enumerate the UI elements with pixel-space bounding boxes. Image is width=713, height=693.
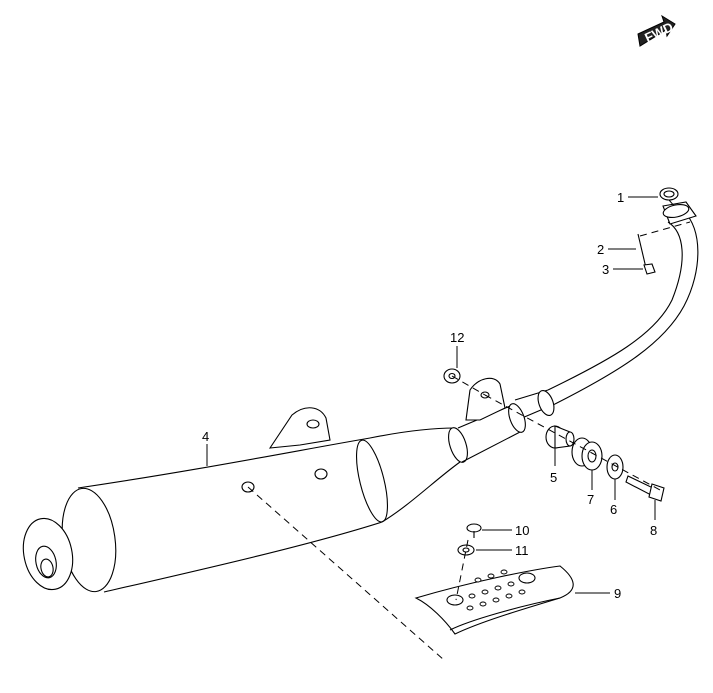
callout-12: 12 [450, 330, 464, 368]
stud-bolt [637, 233, 647, 269]
collar-5 [545, 425, 575, 449]
callout-2: 2 [597, 242, 636, 257]
callout-label-10: 10 [515, 523, 529, 538]
nut [643, 263, 656, 275]
callout-10: 10 [482, 523, 529, 538]
assembly-guides [247, 199, 691, 661]
callout-5: 5 [550, 448, 557, 485]
callout-1: 1 [617, 190, 658, 205]
callout-8: 8 [650, 500, 657, 538]
callout-label-7: 7 [587, 492, 594, 507]
fwd-arrow-icon: FWD [637, 14, 676, 47]
callout-label-3: 3 [602, 262, 609, 277]
washer-11 [457, 544, 475, 556]
callout-label-6: 6 [610, 502, 617, 517]
callout-label-1: 1 [617, 190, 624, 205]
cushion-7 [571, 437, 603, 471]
callout-7: 7 [587, 470, 594, 507]
callout-label-5: 5 [550, 470, 557, 485]
callout-9: 9 [575, 586, 621, 601]
callout-3: 3 [602, 262, 643, 277]
pipe-flange [662, 201, 697, 225]
callout-label-4: 4 [202, 429, 209, 444]
callout-label-9: 9 [614, 586, 621, 601]
heat-protector [414, 565, 574, 635]
callout-4: 4 [202, 429, 209, 466]
callout-label-8: 8 [650, 523, 657, 538]
bolt-8 [625, 475, 665, 502]
callout-6: 6 [610, 479, 617, 517]
fwd-label: FWD [642, 19, 675, 45]
exhaust-pipe [514, 201, 699, 419]
callout-label-11: 11 [515, 543, 529, 558]
washer-6 [606, 454, 624, 480]
gasket [659, 187, 679, 201]
callout-label-2: 2 [597, 242, 604, 257]
callout-label-12: 12 [450, 330, 464, 345]
screw-10 [466, 523, 482, 538]
muffler [22, 377, 526, 593]
callout-11: 11 [476, 543, 529, 558]
